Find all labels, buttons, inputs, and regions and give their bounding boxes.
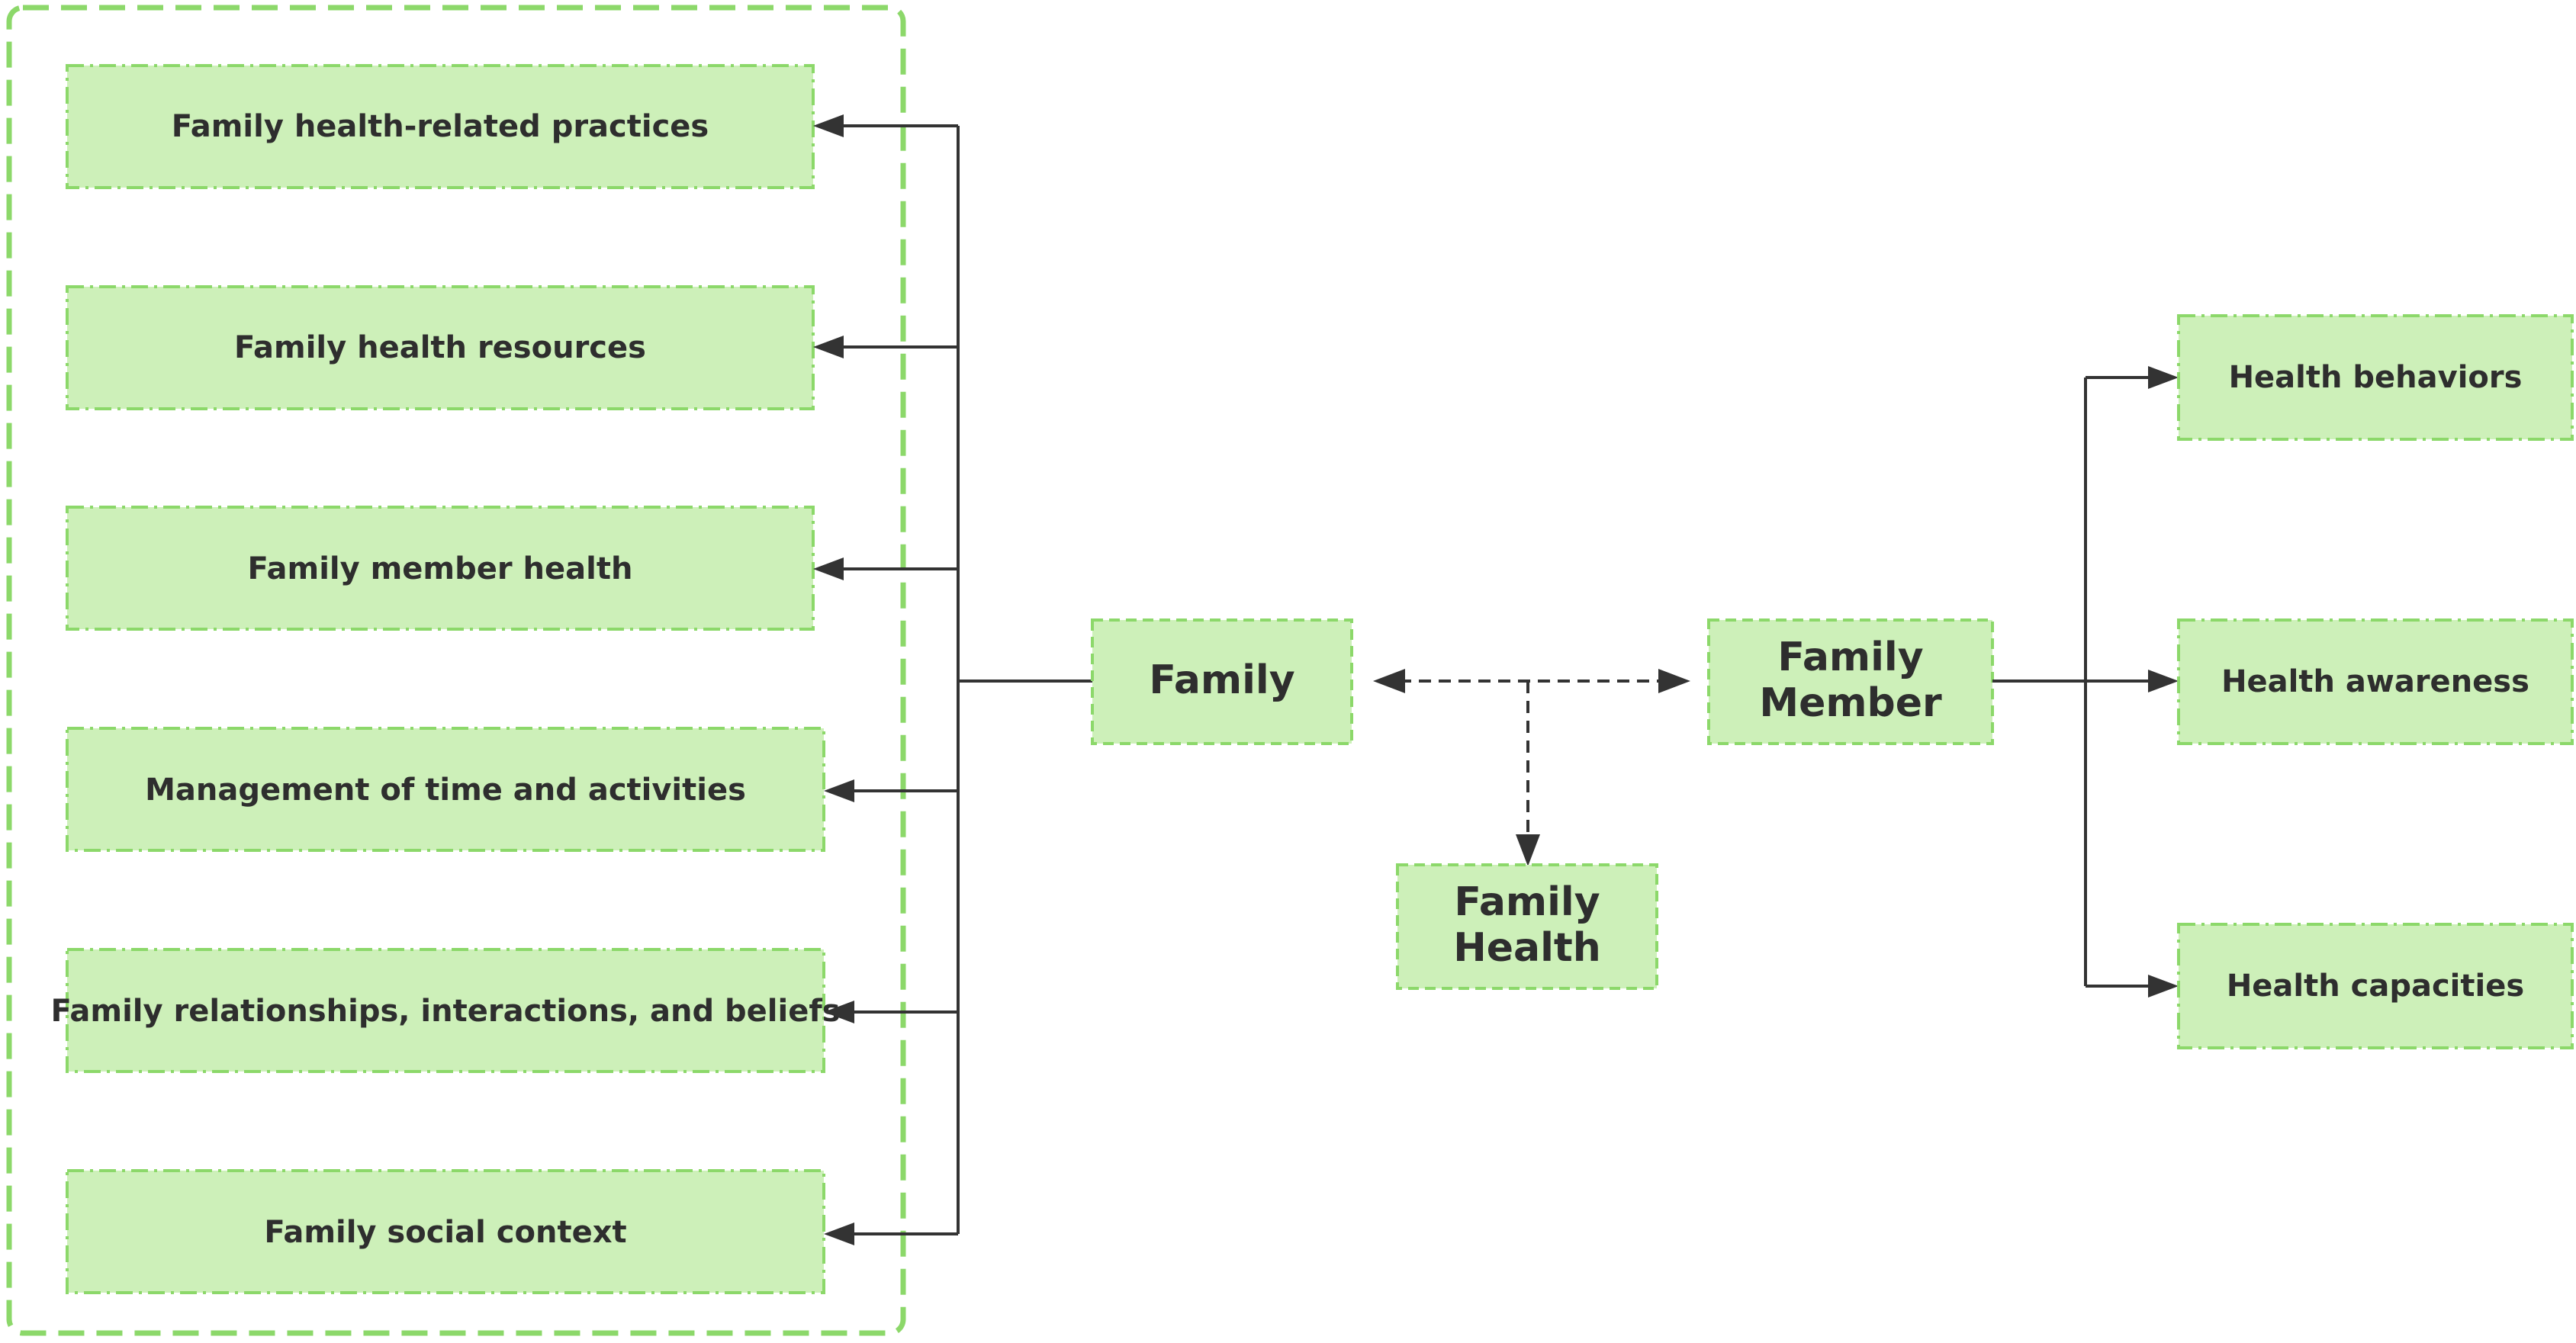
family-health-label-line2: Health (1453, 925, 1601, 971)
arrowheads-left (813, 114, 854, 1245)
family-dimension-node: Family member health (66, 506, 815, 631)
family-connectors (841, 124, 1092, 1235)
family-health-node: Family Health (1396, 863, 1658, 990)
member-health-node: Health awareness (2177, 618, 2574, 745)
family-dimension-node: Management of time and activities (66, 727, 825, 852)
family-dimension-label: Family member health (248, 551, 633, 586)
member-health-label: Health awareness (2221, 664, 2529, 699)
family-dimension-node: Family health resources (66, 285, 815, 410)
family-member-node: Family Member (1707, 618, 1994, 745)
family-dimension-label: Management of time and activities (145, 773, 746, 808)
family-health-label-line1: Family (1454, 879, 1600, 925)
member-health-node: Health capacities (2177, 923, 2574, 1049)
member-connectors (1992, 376, 2151, 988)
family-member-label-line2: Member (1759, 680, 1942, 726)
family-dimension-label: Family health resources (234, 330, 646, 365)
family-dimension-label: Family social context (264, 1215, 626, 1250)
family-dimension-node: Family social context (66, 1169, 825, 1294)
family-to-member-connector (1373, 669, 1690, 866)
family-dimensions-group-frame (6, 5, 906, 1336)
arrowheads-right (2148, 366, 2179, 998)
family-node: Family (1091, 618, 1353, 745)
member-health-label: Health behaviors (2229, 360, 2523, 395)
family-label: Family (1149, 657, 1294, 703)
family-dimension-label: Family health-related practices (172, 109, 709, 144)
family-member-label-line1: Family (1777, 635, 1923, 680)
member-health-node: Health behaviors (2177, 314, 2574, 441)
family-dimension-node: Family health-related practices (66, 64, 815, 189)
family-dimension-node: Family relationships, interactions, and … (50, 948, 841, 1073)
member-health-label: Health capacities (2227, 969, 2524, 1004)
family-dimension-label: Family relationships, interactions, and … (50, 994, 840, 1029)
